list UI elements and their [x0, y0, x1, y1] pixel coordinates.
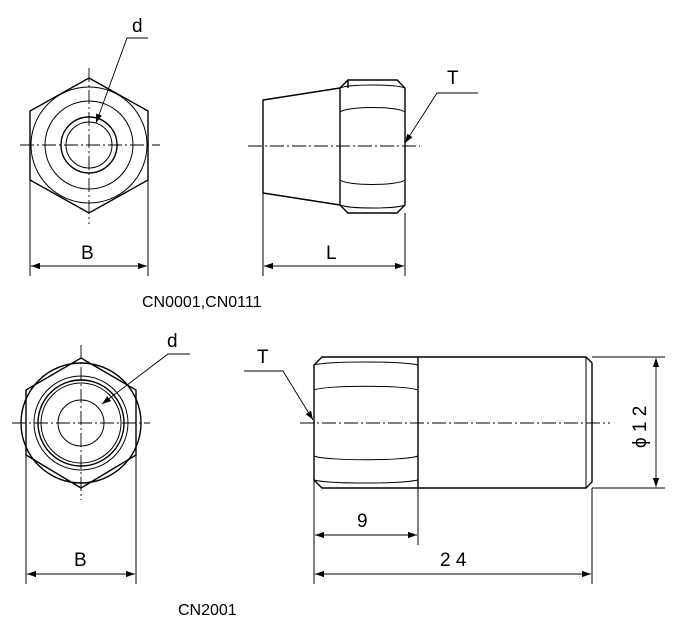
top-t-label: T	[447, 68, 459, 89]
bottom-9-label: 9	[357, 511, 368, 532]
top-hex-body	[339, 79, 406, 214]
top-end-view: d B	[20, 16, 160, 276]
bottom-phi-label: ϕ 1 2	[630, 406, 651, 448]
top-hex-facet-1	[339, 107, 406, 113]
top-hex-lower-facet	[339, 204, 406, 209]
top-side-view: T L	[248, 68, 478, 276]
bottom-hex-facet-2	[313, 455, 419, 461]
bottom-d-label: d	[167, 331, 178, 352]
top-d-leader	[95, 37, 148, 124]
bottom-24-label: 2 4	[440, 550, 467, 571]
top-taper-outline	[262, 87, 341, 206]
bottom-hex-facet-bottom	[313, 479, 419, 484]
top-caption: CN0001,CN0111	[142, 294, 262, 311]
top-hex-facet-2	[339, 179, 406, 185]
bottom-end-view: d B	[12, 331, 190, 584]
bottom-cylinder	[417, 356, 593, 489]
bottom-d-leader	[101, 353, 190, 405]
bottom-t-leader	[244, 370, 314, 421]
bottom-caption: CN2001	[178, 602, 237, 619]
bottom-t-label: T	[257, 347, 269, 368]
bottom-hex-facet-top	[313, 361, 419, 366]
top-b-label: B	[81, 243, 94, 264]
top-d-label: d	[132, 16, 143, 37]
top-t-leader	[404, 92, 478, 144]
bottom-side-view: T ϕ 1 2 9 2 4	[244, 347, 665, 584]
top-l-label: L	[326, 243, 337, 264]
bottom-hex-facet-1	[313, 385, 419, 391]
top-hex-upper-facet	[339, 84, 406, 89]
bottom-hex-section	[313, 356, 418, 489]
bottom-b-label: B	[74, 550, 87, 571]
